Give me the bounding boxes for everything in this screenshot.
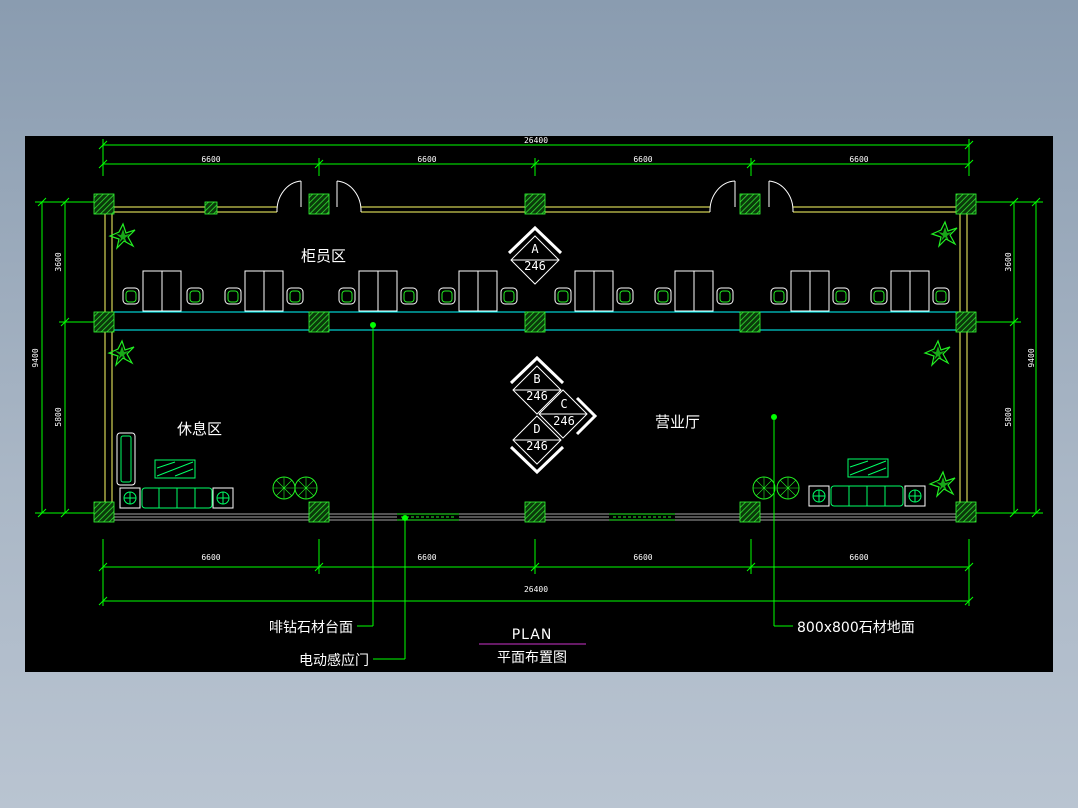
bottom-dimensions [98, 539, 974, 606]
room-label-counter-area: 柜员区 [301, 247, 346, 265]
callout-dots [370, 322, 777, 521]
dim-left-lower: 5800 [54, 407, 63, 426]
marker-c-letter: C [560, 397, 567, 411]
section-marker-a [507, 225, 563, 285]
marker-a-number: 246 [524, 259, 546, 273]
dim-top-3: 6600 [633, 155, 652, 164]
glass-front-wall [113, 513, 961, 521]
dim-bottom-1: 6600 [201, 553, 220, 562]
marker-c-number: 246 [553, 414, 575, 428]
lounge-furniture-left [116, 432, 234, 509]
top-doors [276, 180, 794, 213]
cad-viewport[interactable]: 26400 6600 6600 6600 6600 6600 6600 6600… [25, 136, 1053, 672]
auto-sliding-doors [397, 513, 675, 521]
callout-auto-door: 电动感应门 [299, 652, 369, 669]
structural-columns [93, 193, 977, 523]
side-dimensions [35, 197, 1043, 518]
dim-overall-bottom: 26400 [524, 585, 548, 594]
dim-bottom-2: 6600 [417, 553, 436, 562]
dim-bottom-3: 6600 [633, 553, 652, 562]
dim-bottom-4: 6600 [849, 553, 868, 562]
dim-top-1: 6600 [201, 155, 220, 164]
section-marker-c [538, 389, 598, 439]
dim-left-upper: 3600 [54, 252, 63, 271]
dim-right-lower: 5800 [1004, 407, 1013, 426]
marker-b-number: 246 [526, 389, 548, 403]
section-marker-d [509, 415, 565, 475]
marker-b-letter: B [533, 372, 540, 386]
section-marker-b [509, 355, 565, 415]
marker-d-number: 246 [526, 439, 548, 453]
dim-left-overall: 9400 [31, 348, 40, 367]
marker-d-letter: D [533, 422, 540, 436]
dim-right-upper: 3600 [1004, 252, 1013, 271]
trees [272, 476, 800, 500]
room-label-lounge-area: 休息区 [177, 420, 222, 438]
floor-plan-drawing: 26400 6600 6600 6600 6600 6600 6600 6600… [31, 136, 1043, 669]
room-label-business-hall: 营业厅 [655, 413, 700, 431]
marker-a-letter: A [531, 242, 539, 256]
lounge-furniture-right [808, 458, 926, 507]
teller-workstations [122, 270, 950, 312]
callout-leaders [357, 325, 793, 660]
plan-subtitle: 平面布置图 [497, 650, 567, 666]
dim-right-overall: 9400 [1027, 348, 1036, 367]
callout-counter-top: 啡钻石材台面 [269, 620, 353, 636]
plan-title: PLAN [512, 627, 553, 643]
dim-overall-top: 26400 [524, 136, 548, 145]
dim-top-2: 6600 [417, 155, 436, 164]
callout-floor: 800x800石材地面 [797, 620, 915, 636]
top-dimensions [98, 139, 974, 176]
dim-top-4: 6600 [849, 155, 868, 164]
